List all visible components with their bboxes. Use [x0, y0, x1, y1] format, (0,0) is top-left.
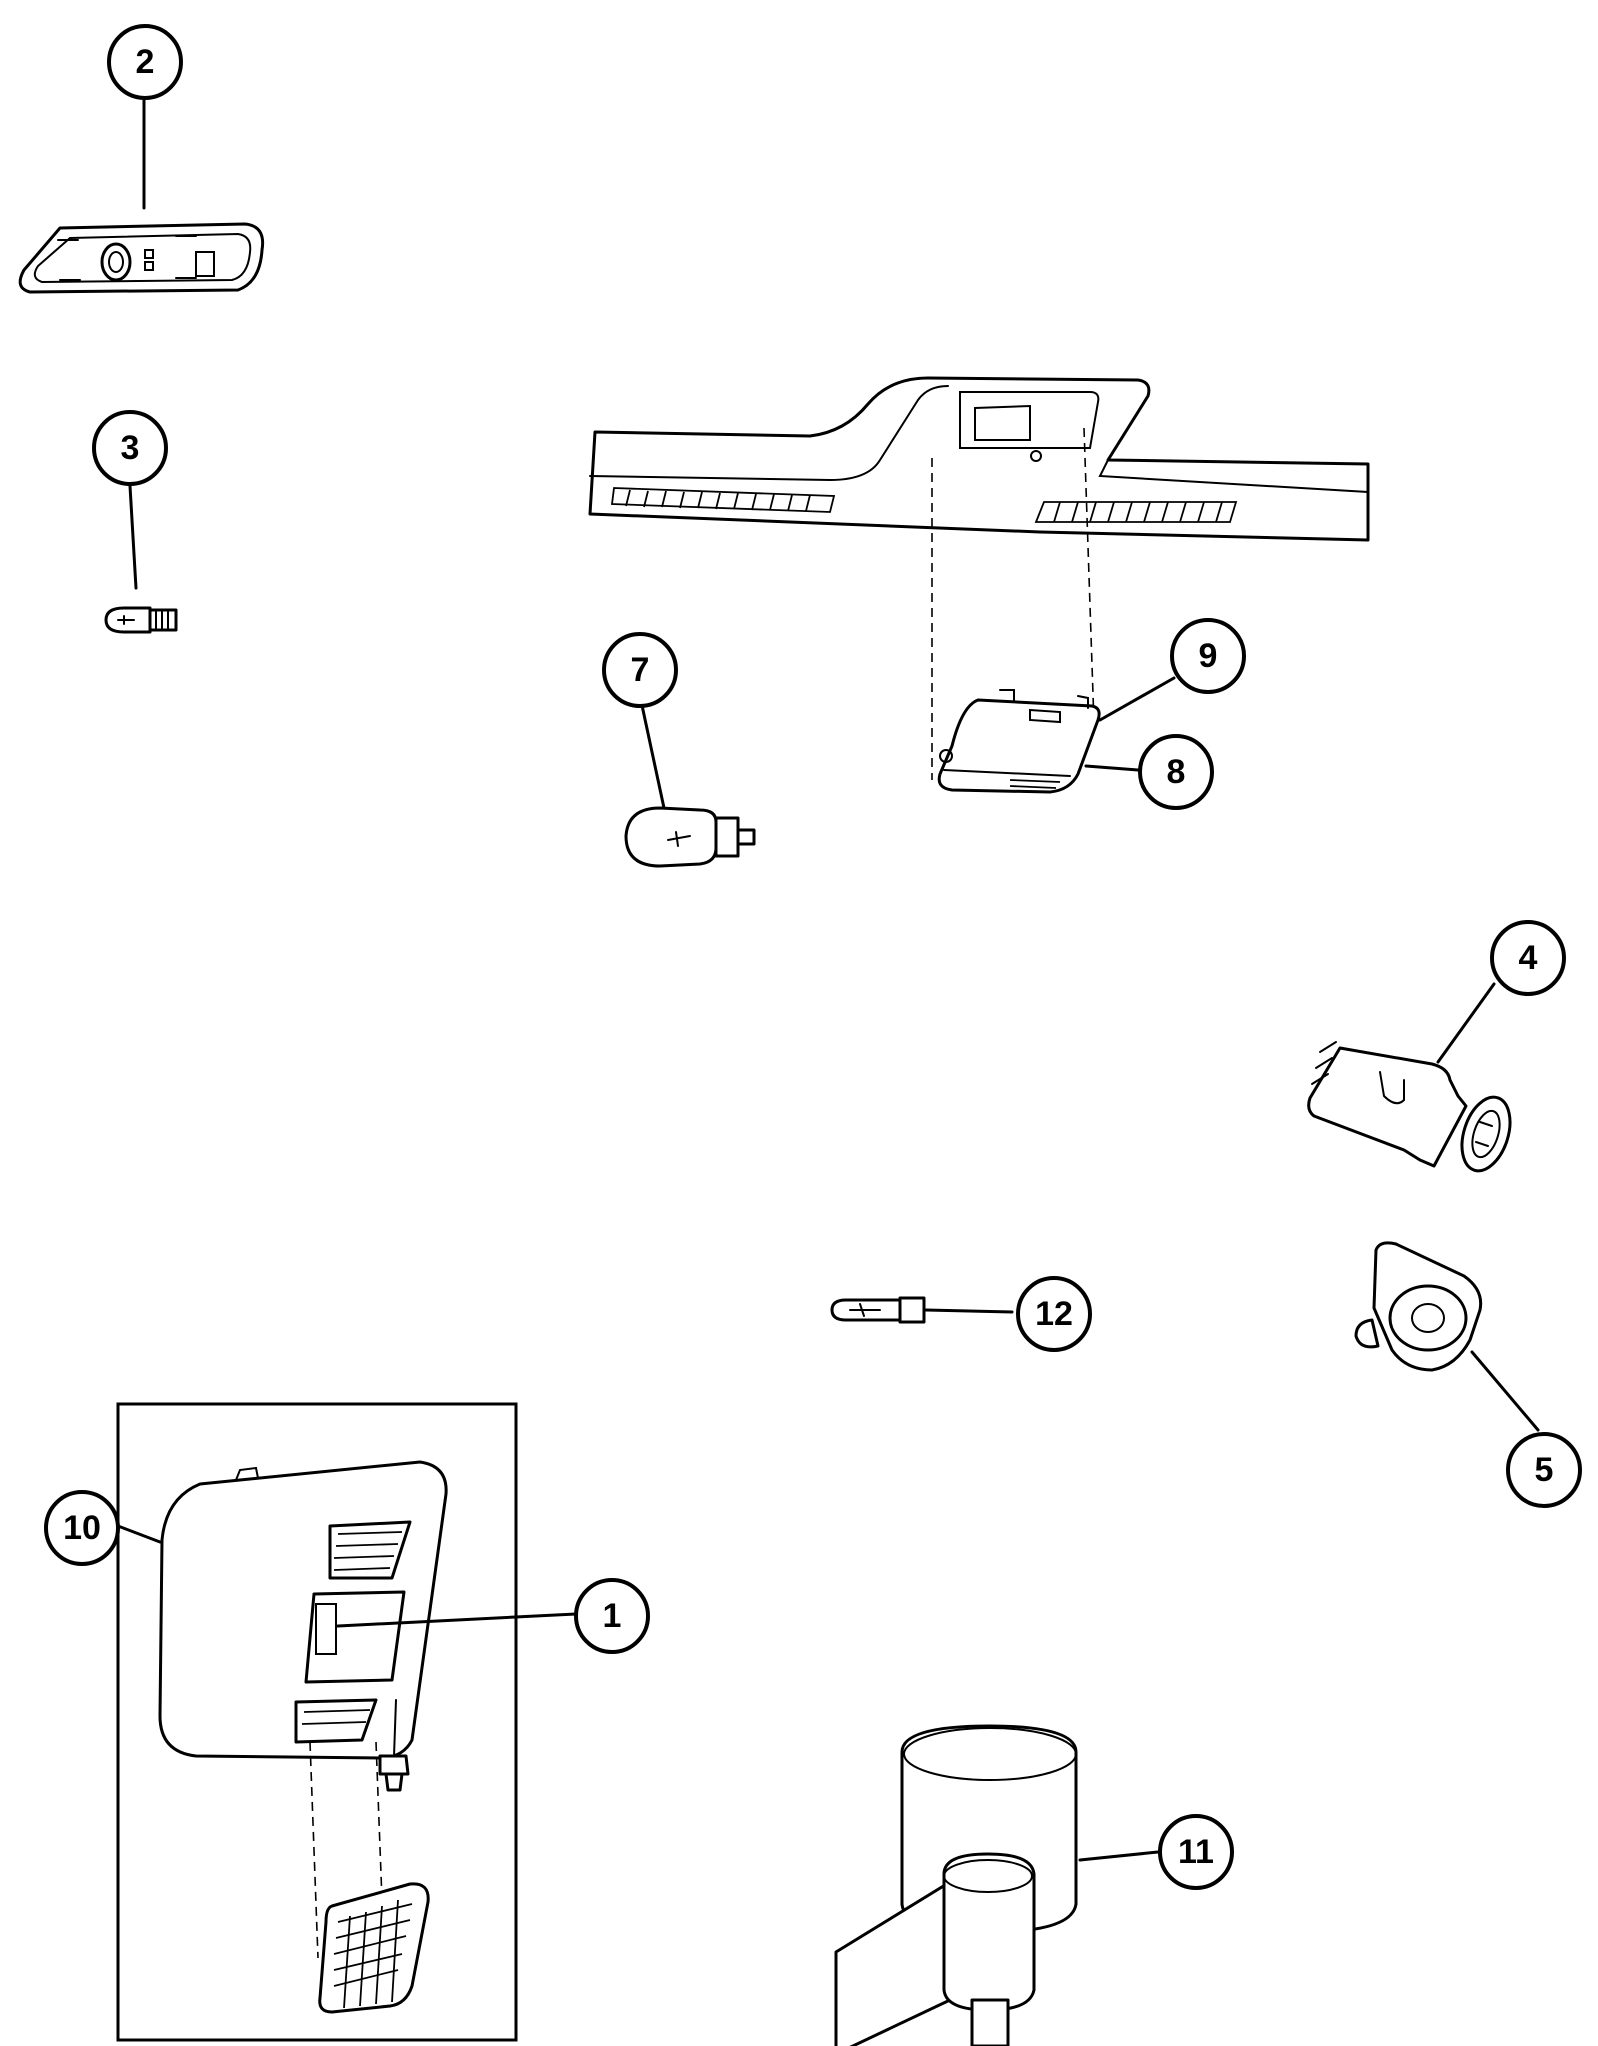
part-bulb-7	[624, 806, 756, 868]
callout-label: 5	[1535, 1451, 1554, 1489]
roof-panel	[588, 376, 1370, 542]
callout-label: 1	[603, 1597, 622, 1635]
callout-label: 2	[136, 43, 155, 81]
callout-9: 9	[1170, 618, 1246, 694]
callout-1: 1	[574, 1578, 650, 1654]
part-dome-lens-8-9	[937, 689, 1101, 794]
callout-12: 12	[1016, 1276, 1092, 1352]
explode-guide-lines	[931, 427, 1095, 780]
callout-8: 8	[1138, 734, 1214, 810]
callout-5: 5	[1506, 1432, 1582, 1508]
part-cargo-lamp-10	[158, 1460, 448, 1760]
callout-2: 2	[107, 24, 183, 100]
callout-4: 4	[1490, 920, 1566, 996]
callout-label: 12	[1035, 1295, 1073, 1333]
part-socket-5	[1354, 1241, 1483, 1372]
part-lamp-housing-2	[18, 222, 265, 294]
part-cargo-lens	[318, 1882, 430, 2014]
callout-label: 10	[63, 1509, 101, 1547]
part-connector-4	[1307, 1041, 1512, 1173]
callout-label: 8	[1167, 753, 1186, 791]
callout-10: 10	[44, 1490, 120, 1566]
leader-lines	[116, 96, 1540, 1862]
cargo-lamp-guide-lines	[309, 1741, 383, 1959]
callout-label: 3	[121, 429, 140, 467]
callout-label: 4	[1519, 939, 1538, 977]
inset-frame	[116, 1402, 518, 2042]
part-bulb-3	[104, 606, 178, 634]
callout-label: 9	[1199, 637, 1218, 675]
callout-label: 11	[1178, 1833, 1214, 1871]
callout-3: 3	[92, 410, 168, 486]
callout-7: 7	[602, 632, 678, 708]
part-bulb-12	[830, 1296, 926, 1324]
part-socket-11	[834, 1724, 1078, 2046]
part-screw-1	[378, 1699, 410, 1792]
callout-label: 7	[631, 651, 650, 689]
callout-11: 11	[1158, 1814, 1234, 1890]
